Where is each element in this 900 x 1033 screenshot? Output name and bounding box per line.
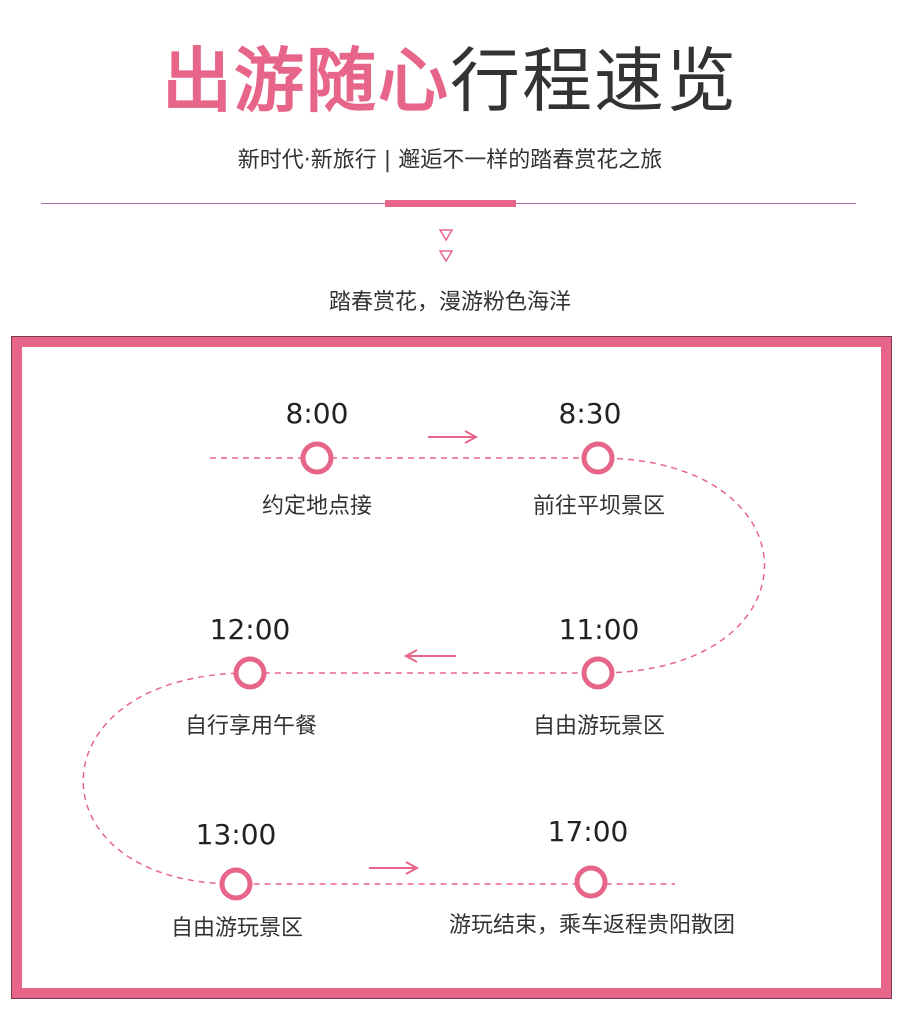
stop-time: 8:30 [558,397,622,430]
timeline-stop-marker [581,656,615,690]
down-triangle-icon [439,229,453,242]
arrow-right-icon [369,861,420,875]
stop-time: 8:00 [285,397,349,430]
arrow-left-icon [403,649,456,663]
itinerary-frame [11,336,892,999]
page-title: 出游随心行程速览 [0,38,900,124]
stop-label: 约定地点接 [261,494,373,519]
stop-time: 17:00 [547,815,629,848]
header-divider-accent [385,200,516,207]
stop-label: 自由游玩景区 [170,916,304,941]
stop-time: 12:00 [209,613,291,646]
timeline-stop-marker [219,867,253,901]
stop-time: 13:00 [195,818,277,851]
stop-label: 自行享用午餐 [184,714,318,739]
down-triangle-icon [439,250,453,263]
tagline: 踏春赏花，漫游粉色海洋 [328,290,571,315]
timeline-stop-marker [581,441,615,475]
stop-label: 前往平坝景区 [532,494,666,519]
timeline-stop-marker [574,865,608,899]
page-title-accent: 出游随心 [162,40,450,122]
timeline-stop-marker [233,656,267,690]
page-subtitle: 新时代·新旅行 | 邂逅不一样的踏春赏花之旅 [237,148,663,173]
timeline-stop-marker [300,441,334,475]
stop-time: 11:00 [558,613,640,646]
stop-label: 游玩结束，乘车返程贵阳散团 [448,913,736,938]
arrow-right-icon [428,430,479,444]
timeline-dashed-path [82,457,766,885]
page-title-rest: 行程速览 [450,40,738,122]
stop-label: 自由游玩景区 [532,714,666,739]
